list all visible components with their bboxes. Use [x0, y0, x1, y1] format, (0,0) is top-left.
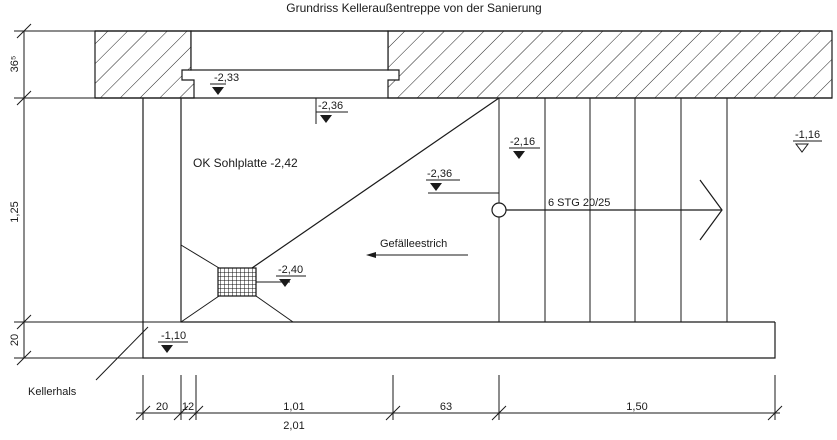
level-marker-7: -1,10 — [158, 330, 188, 353]
vertical-dimension-chain — [14, 23, 181, 366]
svg-text:-2,36: -2,36 — [318, 100, 343, 112]
dim-h-63: 63 — [440, 401, 452, 413]
dim-v-20: 20 — [9, 334, 21, 346]
drain-funnel-lines — [180, 244, 294, 323]
svg-text:-2,36: -2,36 — [427, 168, 452, 180]
floor-drain — [217, 267, 257, 297]
stair-start-circle — [491, 202, 507, 218]
kellerhals-label: Kellerhals — [28, 386, 77, 398]
window-opening — [190, 30, 389, 71]
dim-h-20: 20 — [156, 401, 168, 413]
level-marker-3: -2,16 — [509, 136, 540, 159]
kellerhals-leader — [95, 326, 149, 381]
wall-hatch-left — [94, 30, 195, 99]
level-marker-1: -2,33 — [210, 72, 239, 95]
svg-text:-2,16: -2,16 — [510, 136, 535, 148]
level-marker-2: -2,36 — [315, 98, 348, 124]
slab-label: OK Sohlplatte -2,42 — [193, 156, 298, 170]
stair-arrowhead — [699, 179, 723, 241]
svg-text:-1,16: -1,16 — [795, 129, 820, 141]
stairs-label: 6 STG 20/25 — [548, 197, 610, 209]
plan-title: Grundriss Kelleraußentreppe von der Sani… — [286, 1, 541, 15]
dim-v-125: 1,25 — [9, 201, 21, 222]
slope-line — [251, 97, 500, 269]
level-marker-5: -2,36 — [426, 168, 460, 191]
svg-text:-2,40: -2,40 — [278, 264, 303, 276]
svg-text:-1,10: -1,10 — [161, 330, 186, 342]
dim-h-150: 1,50 — [626, 401, 647, 413]
screed-label: Gefälleestrich — [380, 238, 447, 250]
screed-arrowhead — [366, 252, 376, 258]
dim-h-201: 2,01 — [283, 420, 304, 432]
svg-text:-2,33: -2,33 — [214, 72, 239, 84]
wall-hatch-right — [387, 30, 833, 99]
level-marker-6: -2,40 — [276, 264, 306, 287]
dim-h-12: 12 — [182, 401, 194, 413]
horizontal-dimension-chain — [135, 375, 783, 421]
dim-h-101: 1,01 — [283, 401, 304, 413]
kellerhals-outer-wall — [142, 98, 776, 359]
level-marker-4: -1,16 — [793, 129, 822, 153]
dim-v-365: 36⁵ — [9, 56, 21, 73]
